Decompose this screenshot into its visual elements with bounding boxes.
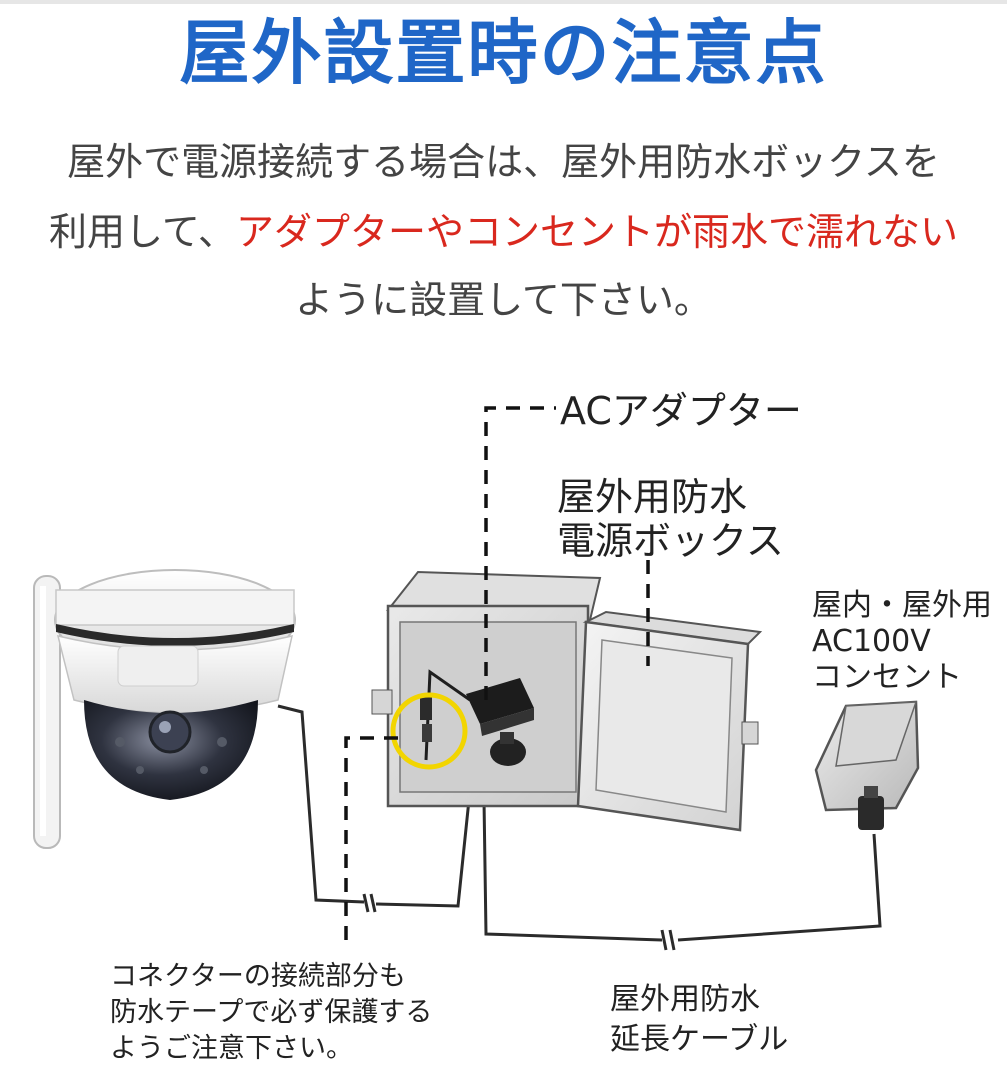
camera-antenna bbox=[33, 575, 61, 849]
connector-highlight-circle bbox=[390, 692, 468, 770]
page-title: 屋外設置時の注意点 bbox=[179, 12, 828, 94]
waterproof-box bbox=[371, 570, 607, 808]
outdoor-outlet bbox=[814, 700, 920, 830]
intro-line-1: 屋外で電源接続する場合は、屋外用防水ボックスを bbox=[67, 140, 940, 184]
label-ac-adapter: ACアダプター bbox=[560, 389, 802, 433]
label-connector-line-1: コネクターの接続部分も bbox=[110, 961, 406, 992]
intro-line-3-warning: ように設置して下さい。 bbox=[295, 278, 712, 322]
intro-line-2-warning: アダプターやコンセントが雨水で濡れない bbox=[235, 210, 958, 254]
intro-line-2: 利用して、アダプターやコンセントが雨水で濡れない bbox=[40, 196, 967, 268]
label-outlet-line-1: 屋内・屋外用 bbox=[812, 588, 992, 623]
top-divider bbox=[0, 0, 1007, 4]
leader-lines bbox=[344, 406, 650, 944]
label-outlet-line-3: コンセント bbox=[812, 660, 962, 695]
label-box-line-2: 電源ボックス bbox=[557, 519, 784, 563]
label-cable-line-2: 延長ケーブル bbox=[610, 1022, 789, 1057]
label-connector-line-2: 防水テープで必ず保護する bbox=[110, 997, 433, 1028]
label-box-line-1: 屋外用防水 bbox=[557, 475, 748, 519]
label-cable-line-1: 屋外用防水 bbox=[610, 982, 760, 1017]
label-outlet-line-2: AC100V bbox=[812, 624, 931, 659]
label-connector-line-3: ようご注意下さい。 bbox=[110, 1033, 353, 1064]
intro-line-2-prefix: 利用して、 bbox=[49, 210, 236, 254]
waterproof-box-lid bbox=[576, 610, 763, 832]
dome-camera bbox=[54, 569, 296, 800]
